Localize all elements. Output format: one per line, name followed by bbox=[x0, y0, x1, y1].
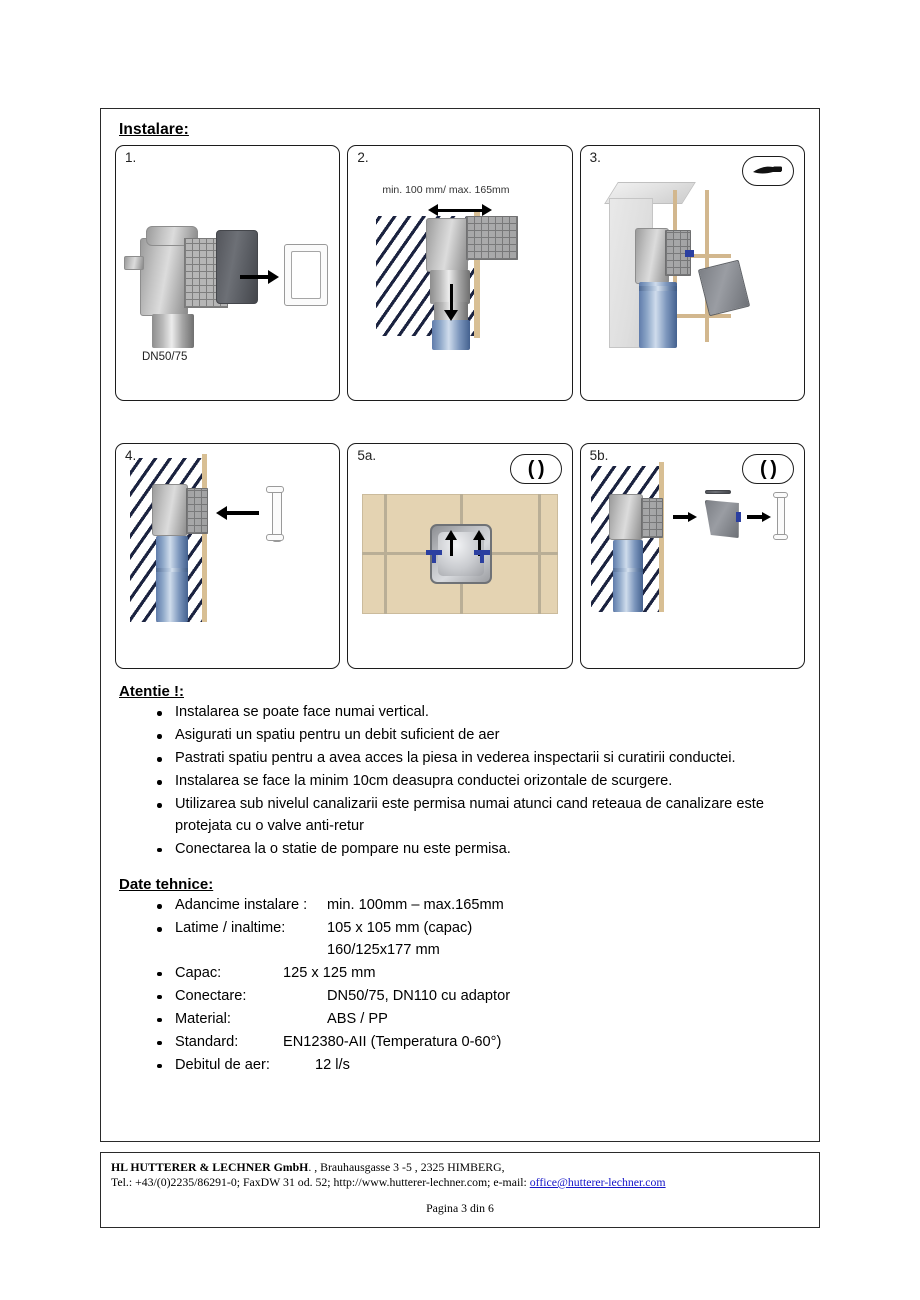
grip-rotate-icon: ( ) bbox=[527, 458, 545, 480]
spec-key: Capac: bbox=[175, 964, 222, 981]
list-item: Utilizarea sub nivelul canalizarii este … bbox=[157, 794, 805, 837]
panel-label: 2. bbox=[357, 150, 369, 165]
spec-value: ABS / PP bbox=[327, 1010, 388, 1027]
spec-key: Material: bbox=[175, 1010, 231, 1027]
spec-key: Debitul de aer: bbox=[175, 1056, 270, 1073]
panel-label: 4. bbox=[125, 448, 137, 463]
panel-row-2: 4. 5a. ( ) bbox=[115, 443, 805, 669]
list-item: Standard: EN12380-AII (Temperatura 0-60°) bbox=[157, 1032, 805, 1054]
panel-step-5a: 5a. ( ) bbox=[347, 443, 573, 669]
list-item: Asigurati un spatiu pentru un debit sufi… bbox=[157, 725, 805, 747]
list-item: Latime / inaltime: 105 x 105 mm (capac) 1… bbox=[157, 918, 805, 961]
spec-value: EN12380-AII (Temperatura 0-60°) bbox=[283, 1033, 502, 1050]
panel-step-3: 3. bbox=[579, 145, 805, 401]
panel-step-4: 4. bbox=[115, 443, 341, 669]
spec-value: DN50/75, DN110 cu adaptor bbox=[327, 987, 511, 1004]
panel-1-part-label: DN50/75 bbox=[142, 351, 188, 363]
spec-key: Latime / inaltime: bbox=[175, 920, 286, 936]
list-item: Conectare: DN50/75, DN110 cu adaptor bbox=[157, 986, 805, 1008]
warning-heading: Atentie !: bbox=[119, 683, 184, 700]
panel-label: 5b. bbox=[589, 448, 609, 463]
list-item: Instalarea se face la minim 10cm deasupr… bbox=[157, 771, 805, 793]
grip-rotate-icon: ( ) bbox=[760, 458, 777, 480]
spec-key: Conectare: bbox=[175, 987, 247, 1004]
panel-2-illustration: min. 100 mm/ max. 165mm bbox=[348, 146, 571, 400]
spec-key: Adancime instalare : bbox=[175, 897, 308, 913]
warning-list: Instalarea se poate face numai vertical.… bbox=[115, 702, 805, 860]
company-address: . , Brauhausgasse 3 -5 , 2325 HIMBERG, bbox=[308, 1160, 505, 1174]
spec-value-2: 160/125x177 mm bbox=[327, 941, 440, 958]
spec-value: 125 x 125 mm bbox=[283, 964, 376, 981]
page-number: Pagina 3 din 6 bbox=[426, 1201, 494, 1215]
spec-value: 105 x 105 mm (capac) bbox=[327, 920, 473, 936]
install-heading: Instalare: bbox=[119, 121, 189, 138]
grip-rotate-icon-badge: ( ) bbox=[509, 454, 562, 484]
list-item: Conectarea la o statie de pompare nu est… bbox=[157, 839, 805, 861]
company-name: HL HUTTERER & LECHNER GmbH bbox=[111, 1160, 309, 1174]
panel-label: 3. bbox=[589, 150, 601, 165]
dimension-label: min. 100 mm/ max. 165mm bbox=[382, 184, 510, 196]
list-item: Instalarea se poate face numai vertical. bbox=[157, 702, 805, 724]
panel-4-illustration bbox=[116, 444, 339, 668]
list-item: Pastrati spatiu pentru a avea acces la p… bbox=[157, 748, 805, 770]
contact-text: Tel.: +43/(0)2235/86291-0; FaxDW 31 od. … bbox=[111, 1175, 530, 1189]
panel-1-illustration: DN50/75 bbox=[116, 146, 339, 400]
panel-step-1: 1. DN50/75 bbox=[115, 145, 341, 401]
spec-value: min. 100mm – max.165mm bbox=[327, 897, 504, 913]
list-item: Capac: 125 x 125 mm bbox=[157, 963, 805, 985]
panel-step-2: 2. min. 100 mm/ max. 165mm bbox=[347, 145, 573, 401]
list-item: Material: ABS / PP bbox=[157, 1009, 805, 1031]
list-item: Adancime instalare : min. 100mm – max.165… bbox=[157, 895, 805, 917]
knife-icon bbox=[752, 166, 782, 174]
panel-label: 5a. bbox=[357, 448, 377, 463]
footer-company-line: HL HUTTERER & LECHNER GmbH. , Brauhausga… bbox=[111, 1160, 809, 1175]
main-content-box: Instalare: 1. DN50/75 bbox=[100, 108, 820, 1142]
spec-value: 12 l/s bbox=[315, 1056, 350, 1073]
panel-5a-illustration bbox=[348, 444, 571, 668]
footer-box: HL HUTTERER & LECHNER GmbH. , Brauhausga… bbox=[100, 1152, 820, 1228]
panel-3-illustration bbox=[581, 146, 804, 400]
email-link[interactable]: office@hutterer-lechner.com bbox=[529, 1175, 666, 1189]
spec-list: Adancime instalare : min. 100mm – max.165… bbox=[115, 895, 805, 1076]
list-item: Debitul de aer: 12 l/s bbox=[157, 1055, 805, 1077]
footer-contact-line: Tel.: +43/(0)2235/86291-0; FaxDW 31 od. … bbox=[111, 1175, 809, 1190]
tech-heading: Date tehnice: bbox=[119, 876, 214, 893]
panel-row-1: 1. DN50/75 2. min. 100 mm/ ma bbox=[115, 145, 805, 401]
panel-label: 1. bbox=[125, 150, 137, 165]
spec-key: Standard: bbox=[175, 1033, 239, 1050]
knife-icon-badge bbox=[741, 156, 794, 186]
grip-rotate-icon-badge: ( ) bbox=[741, 454, 794, 484]
panel-step-5b: 5b. ( ) bbox=[579, 443, 805, 669]
panel-5b-illustration bbox=[581, 444, 804, 668]
